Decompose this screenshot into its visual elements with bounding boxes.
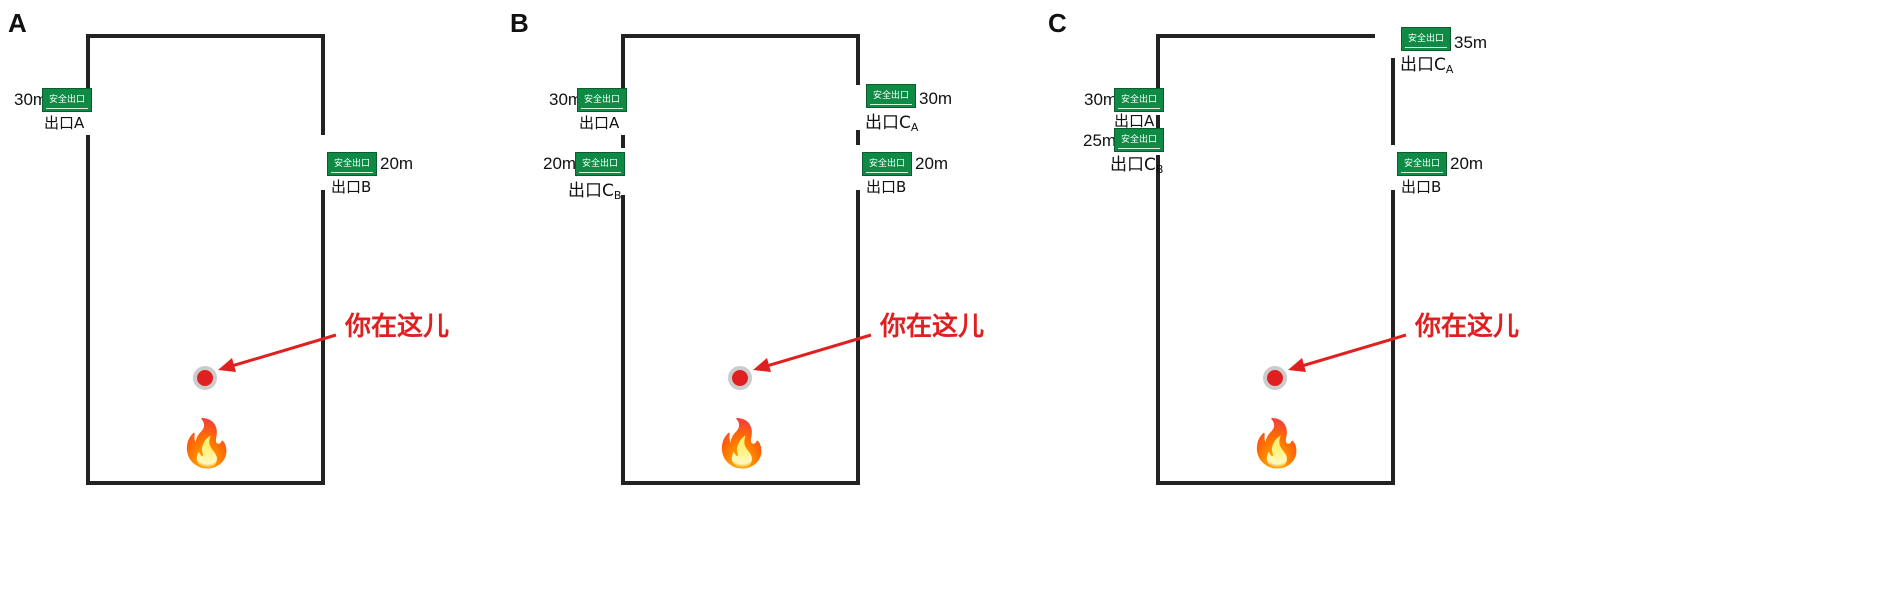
floor-plan — [1156, 34, 1407, 485]
exit-sign-icon: 安全出口 — [1401, 27, 1451, 51]
panel-letter: B — [510, 8, 529, 38]
exit-a-distance: 30m — [14, 90, 48, 109]
arrow-line — [1294, 333, 1407, 370]
arrow-head — [218, 358, 236, 372]
fire-icon: 🔥 — [1248, 416, 1306, 470]
wall — [86, 34, 325, 135]
exit-sign-icon: 安全出口 — [577, 88, 627, 112]
exit-ca-label: 出口CA — [865, 113, 919, 134]
floor-plan — [86, 34, 337, 485]
exit-sign-icon: 安全出口 — [575, 152, 625, 176]
arrow-head — [753, 358, 771, 372]
panel-a: A 30m 安全出口 出口A 安全出口 20m 出口B 你在这儿 🔥 — [0, 0, 630, 600]
you-are-here-label: 你在这儿 — [345, 312, 450, 342]
exit-b-distance: 20m — [380, 154, 414, 173]
you-marker — [1263, 366, 1287, 390]
exit-a-label: 出口A — [1114, 112, 1155, 130]
exit-a-distance: 30m — [1084, 90, 1118, 109]
exit-cb-label: 出口CB — [1110, 155, 1164, 176]
exit-sign-icon: 安全出口 — [1114, 128, 1164, 152]
wall — [86, 135, 325, 485]
arrow-line — [224, 333, 337, 370]
panel-letter: C — [1048, 8, 1067, 38]
exit-sign-icon: 安全出口 — [866, 84, 916, 108]
wall — [1156, 34, 1375, 90]
you-are-here-label: 你在这儿 — [880, 312, 985, 342]
floor-plan — [621, 34, 872, 485]
exit-b-label: 出口B — [331, 178, 372, 196]
panel-b: B 30m 安全出口 出口A 20m 安全出口 出口CB 安全出口 30m 出口… — [510, 0, 1165, 600]
exit-ca-distance: 30m — [919, 89, 953, 108]
fire-icon: 🔥 — [178, 416, 236, 470]
exit-b-distance: 20m — [915, 154, 949, 173]
exit-cb-distance: 20m — [543, 154, 577, 173]
you-are-here-label: 你在这儿 — [1415, 312, 1520, 342]
you-marker — [193, 366, 217, 390]
fire-icon: 🔥 — [713, 416, 771, 470]
wall — [621, 190, 860, 485]
exit-ca-label: 出口CA — [1400, 55, 1454, 76]
exit-sign-icon: 安全出口 — [42, 88, 92, 112]
you-marker — [728, 366, 752, 390]
exit-b-label: 出口B — [1401, 178, 1442, 196]
wall — [621, 34, 860, 90]
exit-b-label: 出口B — [866, 178, 907, 196]
exit-cb-distance: 25m — [1083, 131, 1117, 150]
exit-sign-icon: 安全出口 — [327, 152, 377, 176]
exit-a-label: 出口A — [579, 114, 620, 132]
exit-a-distance: 30m — [549, 90, 583, 109]
arrow-line — [759, 333, 872, 370]
panel-letter: A — [8, 8, 27, 38]
exit-cb-label: 出口CB — [568, 181, 622, 202]
arrow-head — [1288, 358, 1306, 372]
exit-sign-icon: 安全出口 — [1397, 152, 1447, 176]
exit-ca-distance: 35m — [1454, 33, 1488, 52]
wall — [1156, 155, 1395, 485]
exit-b-distance: 20m — [1450, 154, 1484, 173]
panel-c: C 30m 安全出口 出口A 25m 安全出口 出口CB 安全出口 35m 出口… — [1048, 0, 1700, 600]
exit-sign-icon: 安全出口 — [862, 152, 912, 176]
exit-a-label: 出口A — [44, 114, 85, 132]
exit-sign-icon: 安全出口 — [1114, 88, 1164, 112]
